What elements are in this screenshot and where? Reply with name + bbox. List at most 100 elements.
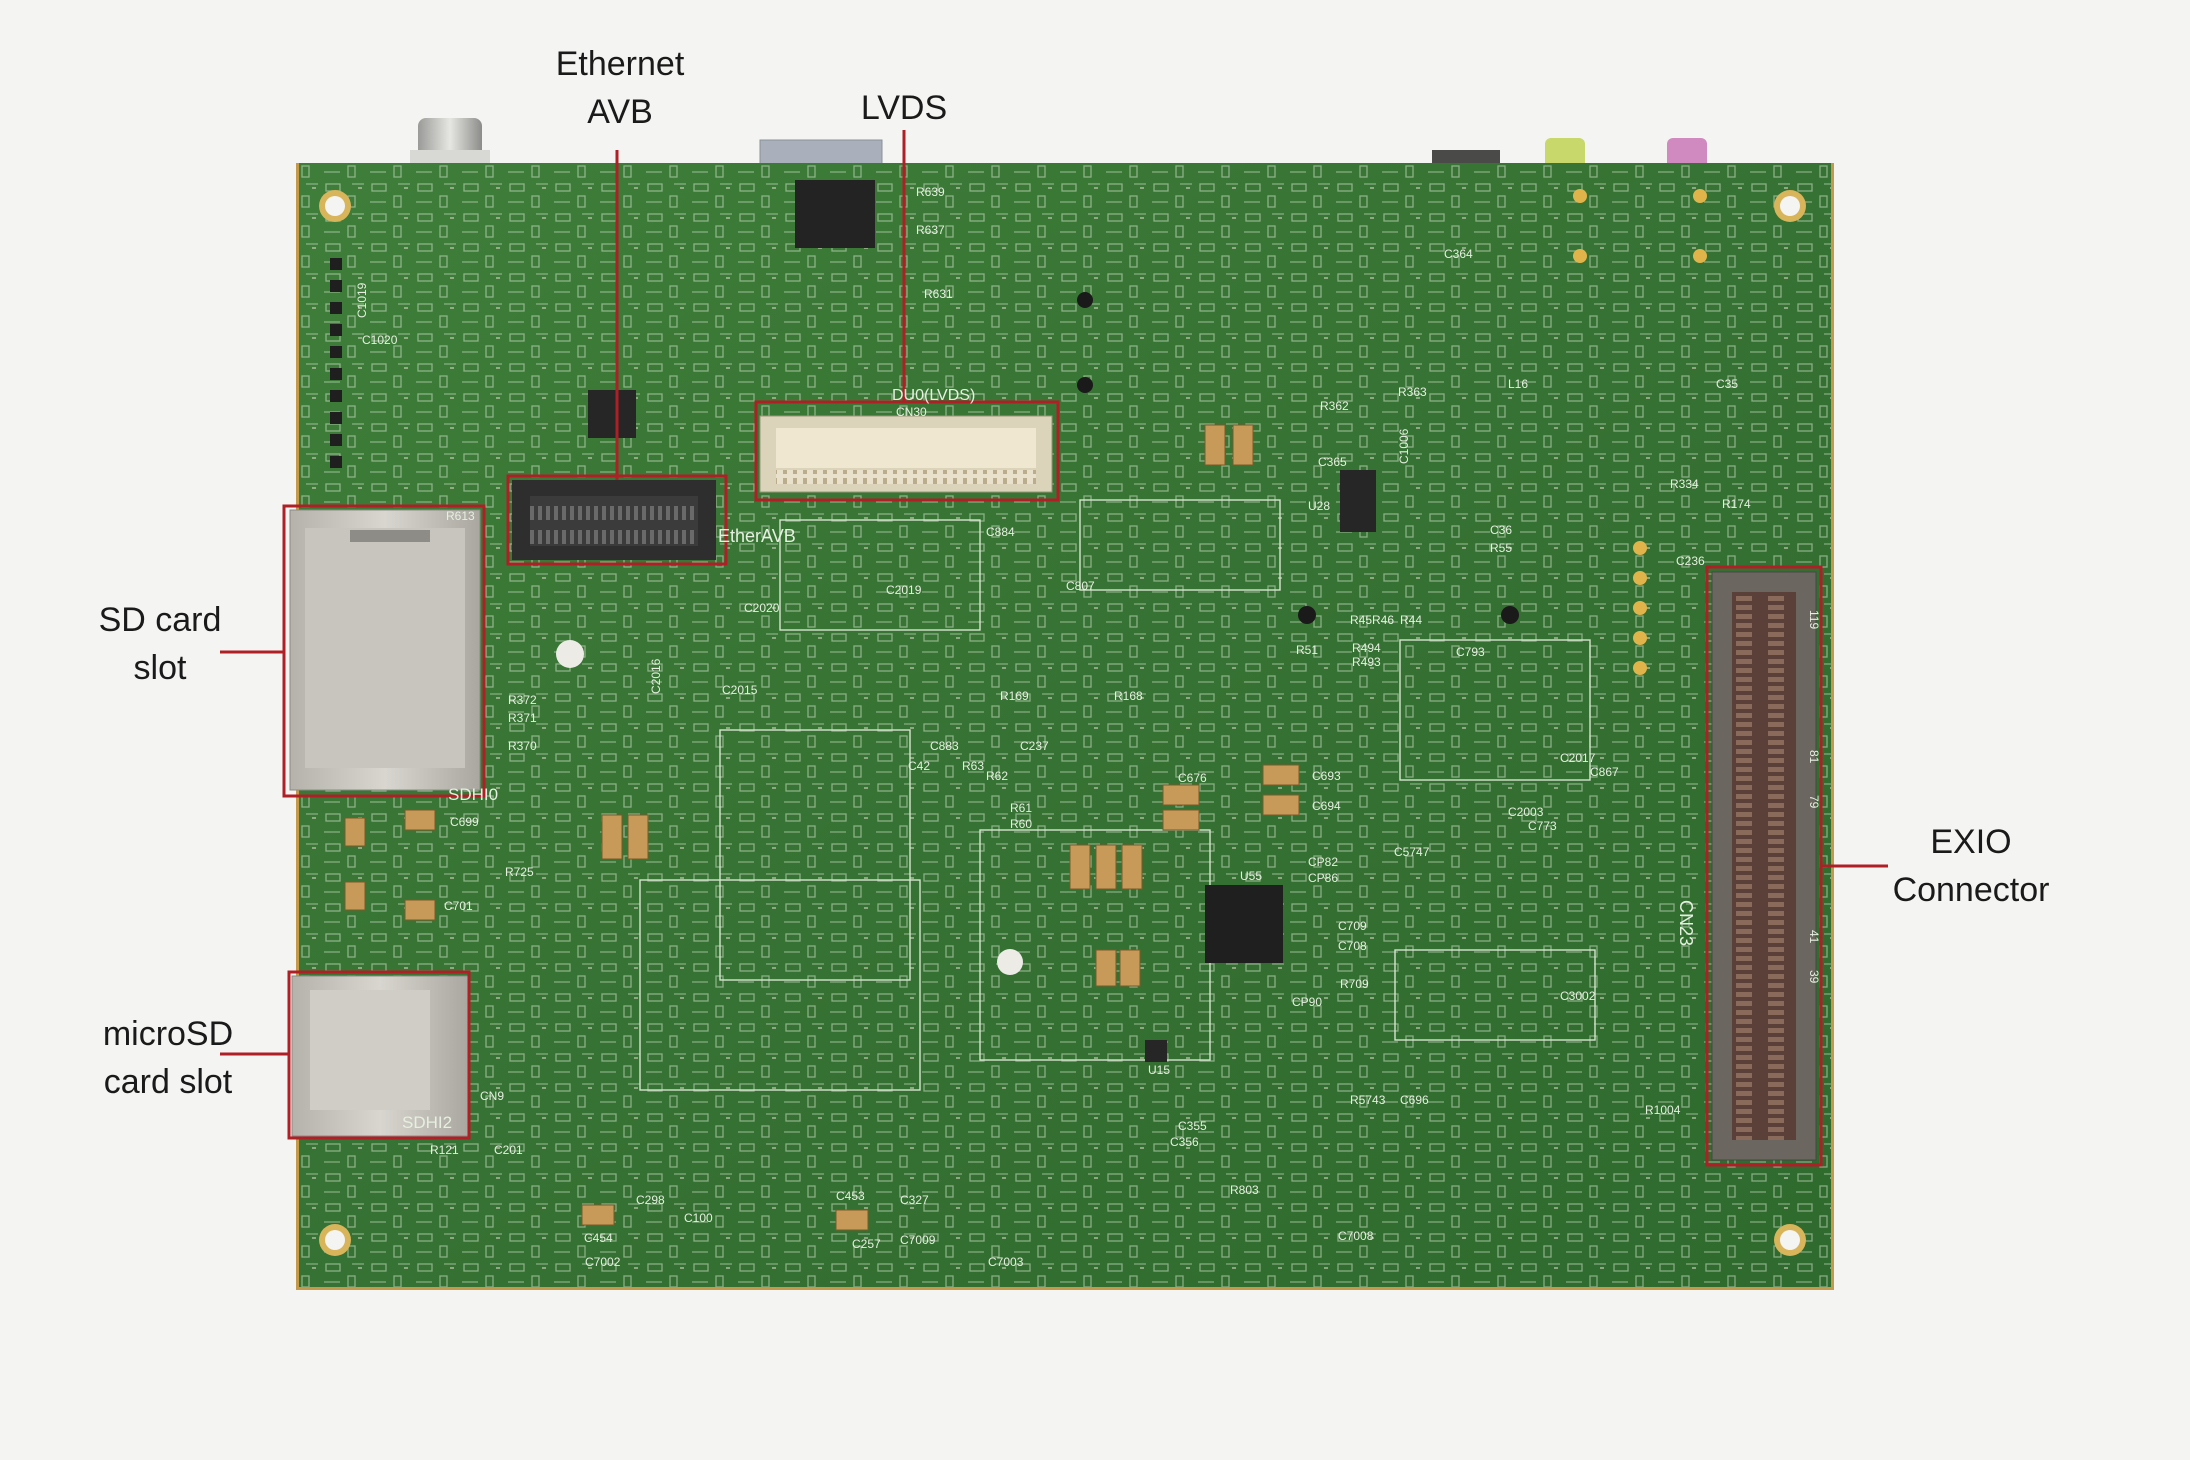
silk-c696: C696	[1400, 1093, 1429, 1107]
silk-c699: C699	[450, 815, 479, 829]
silk-c2015: C2015	[722, 683, 758, 697]
silk-c1020: C1020	[362, 333, 398, 347]
silk-cp86: CP86	[1308, 871, 1338, 885]
silk-cn9: CN9	[480, 1089, 504, 1103]
silk-r61: R61	[1010, 801, 1032, 815]
callout-microsd-card-slot: microSD card slot	[86, 1010, 250, 1106]
sd-card-slot	[289, 509, 481, 791]
silk-c1019: C1019	[355, 282, 369, 318]
silk-c5747: C5747	[1394, 845, 1430, 859]
silk-c201: C201	[494, 1143, 523, 1157]
silk-r803: R803	[1230, 1183, 1259, 1197]
silk-exio-119: 119	[1807, 610, 1821, 629]
silk-c7003: C7003	[988, 1255, 1024, 1269]
chip-u15	[1145, 1040, 1167, 1062]
chip-u21	[588, 390, 636, 438]
silk-c237: C237	[1020, 739, 1049, 753]
chip-u55	[1205, 885, 1283, 963]
callout-lvds-line1: LVDS	[860, 89, 948, 127]
silk-c883: C883	[930, 739, 959, 753]
silk-c327: C327	[900, 1193, 929, 1207]
silkscreen-labels: EtherAVB DU0(LVDS) CN30 SDHI0 SDHI2 CN9 …	[355, 185, 1821, 1269]
silk-ether-avb: EtherAVB	[718, 526, 796, 546]
silk-l16: L16	[1508, 377, 1528, 391]
silk-c453: C453	[836, 1189, 865, 1203]
silk-c298: C298	[636, 1193, 665, 1207]
silk-c709: C709	[1338, 919, 1367, 933]
callout-ethernet-avb: Ethernet AVB	[540, 40, 700, 136]
silk-c693: C693	[1312, 769, 1341, 783]
silk-r168: R168	[1114, 689, 1143, 703]
test-points	[1573, 189, 1707, 675]
silk-r55: R55	[1490, 541, 1512, 555]
silk-c7009: C7009	[900, 1233, 936, 1247]
lvds-highlight	[754, 400, 1060, 502]
silk-r371: R371	[508, 711, 537, 725]
silk-r334: R334	[1670, 477, 1699, 491]
silk-r709: R709	[1340, 977, 1369, 991]
silk-exio-79: 79	[1807, 795, 1821, 809]
callout-ethernet-avb-line2: AVB	[587, 93, 653, 131]
silk-c2020: C2020	[744, 601, 780, 615]
callout-exio-connector: EXIO Connector	[1876, 818, 2066, 914]
silk-c36: C36	[1490, 523, 1512, 537]
silk-r44: R44	[1400, 613, 1422, 627]
silk-r51: R51	[1296, 643, 1318, 657]
silk-r725: R725	[505, 865, 534, 879]
silk-cn23: CN23	[1676, 900, 1696, 946]
silk-c701: C701	[444, 899, 473, 913]
silk-sdhi0: SDHI0	[448, 785, 498, 804]
silk-c35: C35	[1716, 377, 1738, 391]
silk-c676: C676	[1178, 771, 1207, 785]
pcb-board	[296, 163, 1834, 1290]
callout-exio-line2: Connector	[1892, 871, 2050, 909]
silk-exio-81: 81	[1807, 750, 1821, 764]
silk-r370: R370	[508, 739, 537, 753]
chip-u45	[795, 180, 875, 248]
silk-c356: C356	[1170, 1135, 1199, 1149]
silk-c2019: C2019	[886, 583, 922, 597]
lvds-connector	[759, 415, 1053, 493]
silk-c3002: C3002	[1560, 989, 1596, 1003]
silk-c2016: C2016	[649, 658, 663, 694]
silk-c42: C42	[908, 759, 930, 773]
silk-c365: C365	[1318, 455, 1347, 469]
capacitors	[344, 424, 1300, 1231]
chip-u28	[1340, 470, 1376, 532]
silk-c773: C773	[1528, 819, 1557, 833]
silk-exio-41: 41	[1807, 930, 1821, 944]
silk-exio-39: 39	[1807, 970, 1821, 984]
silk-r121: R121	[430, 1143, 459, 1157]
silk-c793: C793	[1456, 645, 1485, 659]
silk-c7008: C7008	[1338, 1229, 1374, 1243]
callout-exio-line1: EXIO	[1930, 823, 2012, 861]
silk-c884: C884	[986, 525, 1015, 539]
silk-r372: R372	[508, 693, 537, 707]
silk-c355: C355	[1178, 1119, 1207, 1133]
silk-r174: R174	[1722, 497, 1751, 511]
silk-r494: R494	[1352, 641, 1381, 655]
silk-r637: R637	[916, 223, 945, 237]
silk-r169: R169	[1000, 689, 1029, 703]
silk-cp82: CP82	[1308, 855, 1338, 869]
silk-cp90: CP90	[1292, 995, 1322, 1009]
silk-r613: R613	[446, 509, 475, 523]
callout-microsd-line2: card slot	[103, 1063, 233, 1101]
mounting-holes	[319, 190, 1806, 1256]
silk-c694: C694	[1312, 799, 1341, 813]
silk-c708: C708	[1338, 939, 1367, 953]
board-holes	[1077, 292, 1519, 624]
pin-header-left	[330, 258, 342, 468]
silk-r62: R62	[986, 769, 1008, 783]
silk-r362: R362	[1320, 399, 1349, 413]
silk-c7002: C7002	[585, 1255, 621, 1269]
silk-r45r46: R45R46	[1350, 613, 1394, 627]
silk-r639: R639	[916, 185, 945, 199]
silk-c807: C807	[1066, 579, 1095, 593]
callout-sd-card-line1: SD card	[98, 601, 222, 639]
exio-connector	[1711, 571, 1817, 1161]
microsd-card-slot	[291, 975, 469, 1137]
silk-cn30: CN30	[896, 405, 927, 419]
silk-u28: U28	[1308, 499, 1330, 513]
silk-u55: U55	[1240, 869, 1262, 883]
